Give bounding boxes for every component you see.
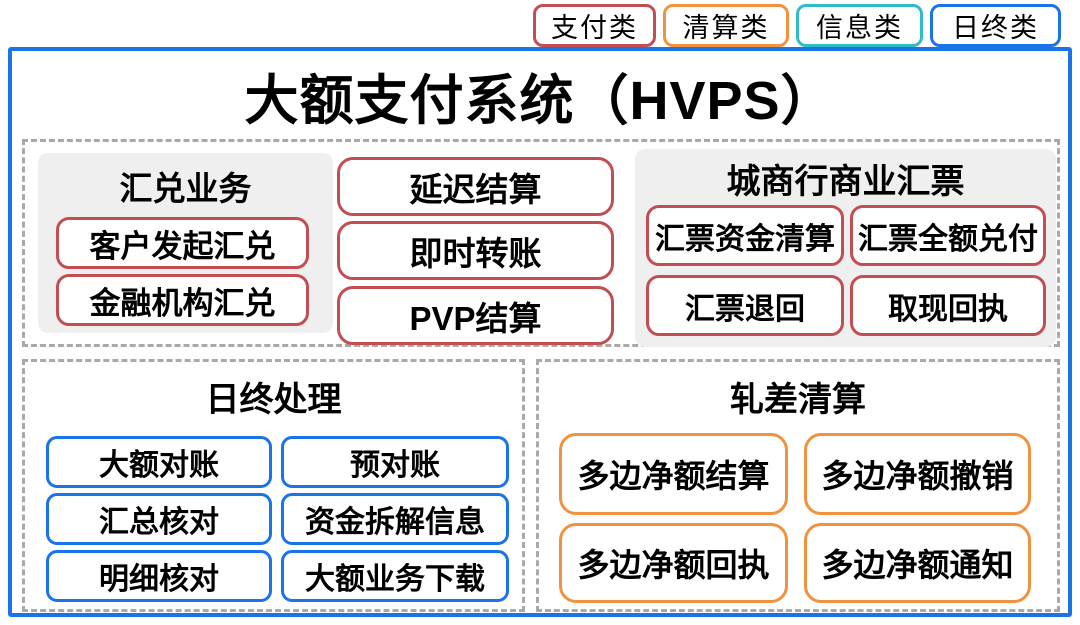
node-label: 多边净额回执 [577, 547, 770, 583]
node-customer-initiated-exchange: 客户发起汇兑 [56, 217, 309, 269]
section-netting-clearing: 轧差清算 多边净额结算 多边净额撤销 多边净额回执 多边净额通知 [536, 359, 1060, 612]
node-label: 多边净额通知 [821, 547, 1014, 583]
node-multilateral-net-notification: 多边净额通知 [804, 523, 1031, 603]
node-bill-return: 汇票退回 [646, 275, 844, 336]
node-label: 取现回执 [888, 292, 1008, 326]
node-label: 客户发起汇兑 [89, 228, 276, 264]
node-label: 汇票退回 [685, 292, 805, 326]
node-label: 明细核对 [99, 563, 219, 596]
node-label: 延迟结算 [409, 170, 542, 208]
node-label: PVP结算 [409, 299, 542, 337]
section-eod-title: 日终处理 [205, 381, 342, 419]
legend-item-information: 信息类 [796, 4, 923, 47]
node-multilateral-net-settlement: 多边净额结算 [559, 433, 788, 515]
node-multilateral-net-receipt: 多边净额回执 [559, 523, 788, 603]
node-pre-reconciliation: 预对账 [281, 436, 509, 488]
section-end-of-day-processing: 日终处理 大额对账 预对账 汇总核对 资金拆解信息 明细核对 大额业务下载 [22, 359, 525, 612]
panel-bills-title: 城商行商业汇票 [726, 163, 965, 201]
node-label: 大额业务下载 [305, 563, 485, 596]
node-cash-withdrawal-receipt: 取现回执 [850, 275, 1046, 336]
node-hvps-business-download: 大额业务下载 [281, 550, 509, 602]
section-payment-settlement: 汇兑业务 客户发起汇兑 金融机构汇兑 延迟结算 即时转账 PVP结算 城商行商业… [22, 139, 1060, 347]
node-label: 汇总核对 [99, 506, 219, 539]
legend-item-end-of-day-label: 日终类 [952, 13, 1039, 43]
node-detail-check: 明细核对 [46, 550, 272, 602]
page-title: 大额支付系统（HVPS） [244, 71, 836, 131]
node-label: 汇票资金清算 [655, 222, 835, 256]
node-financial-institution-exchange: 金融机构汇兑 [56, 274, 309, 326]
legend-item-payment-label: 支付类 [551, 13, 638, 43]
node-funds-unwinding-info: 资金拆解信息 [281, 493, 509, 545]
node-label: 汇票全额兑付 [858, 222, 1038, 256]
node-pvp-settlement: PVP结算 [337, 286, 614, 345]
panel-exchange-business: 汇兑业务 客户发起汇兑 金融机构汇兑 [38, 153, 333, 333]
node-deferred-settlement: 延迟结算 [337, 157, 614, 216]
legend-item-clearing: 清算类 [663, 4, 789, 47]
node-label: 多边净额撤销 [821, 458, 1014, 494]
legend-item-payment: 支付类 [533, 4, 656, 47]
node-bill-full-payment: 汇票全额兑付 [850, 205, 1046, 266]
legend-item-end-of-day: 日终类 [930, 4, 1061, 47]
legend-item-information-label: 信息类 [816, 13, 903, 43]
panel-exchange-title: 汇兑业务 [119, 170, 252, 207]
node-hvps-reconciliation: 大额对账 [46, 436, 272, 488]
node-bill-funds-clearing: 汇票资金清算 [646, 205, 844, 266]
node-instant-transfer: 即时转账 [337, 221, 614, 280]
node-label: 资金拆解信息 [305, 506, 485, 539]
node-label: 预对账 [350, 449, 440, 482]
node-summary-check: 汇总核对 [46, 493, 272, 545]
legend-item-clearing-label: 清算类 [682, 13, 770, 43]
node-label: 即时转账 [409, 234, 542, 272]
panel-city-bank-commercial-bills: 城商行商业汇票 汇票资金清算 汇票全额兑付 汇票退回 取现回执 [635, 149, 1056, 347]
node-label: 金融机构汇兑 [89, 285, 276, 321]
section-netting-title: 轧差清算 [730, 381, 866, 419]
node-label: 大额对账 [99, 449, 219, 482]
node-label: 多边净额结算 [577, 458, 770, 494]
node-multilateral-net-cancellation: 多边净额撤销 [804, 433, 1031, 515]
legend: 支付类 清算类 信息类 日终类 [533, 4, 1061, 47]
